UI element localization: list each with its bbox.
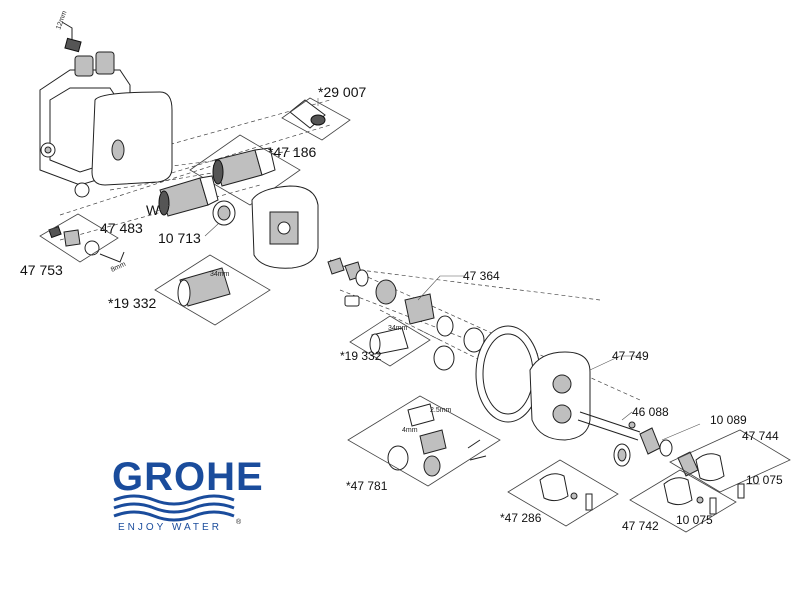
label-10075-a: 10 075 <box>746 473 783 487</box>
adapter-ring-middle <box>613 443 631 467</box>
label-47742: 47 742 <box>622 519 659 533</box>
dim-4mm: 4mm <box>402 427 418 434</box>
label-19332-b: *19 332 <box>340 349 382 363</box>
label-10075-b: 10 075 <box>676 513 713 527</box>
logo-tagline: ENJOY WATER <box>118 522 222 533</box>
label-47286: *47 286 <box>500 511 542 525</box>
spindle-parts-row <box>327 257 485 371</box>
handle-set-47286 <box>539 473 593 511</box>
rosette-ring <box>475 325 541 423</box>
label-47749: 47 749 <box>612 349 649 363</box>
logo-wordmark: GROHE <box>112 455 264 499</box>
handle-47744 <box>677 451 725 482</box>
label-47753: 47 753 <box>20 262 63 278</box>
label-47744: 47 744 <box>742 429 779 443</box>
label-10713: 10 713 <box>158 230 201 246</box>
label-47364: 47 364 <box>463 269 500 283</box>
logo-waves-icon <box>113 494 235 522</box>
handle-47742 <box>663 477 717 515</box>
label-10089: 10 089 <box>710 413 747 427</box>
ring-nut-10713 <box>212 200 236 226</box>
tool-19332-middle <box>369 327 409 355</box>
dim-8mm: 8mm <box>110 261 127 274</box>
label-47186: *47 186 <box>268 144 316 160</box>
label-19332-a: *19 332 <box>108 295 156 311</box>
cap-10075-a <box>737 483 745 499</box>
dim-34mm-b: 34mm <box>388 325 408 332</box>
hex-key-12mm-icon <box>61 21 82 53</box>
cartridge-47186 <box>212 147 276 187</box>
plaster-guard-box <box>91 91 173 186</box>
label-46088: 46 088 <box>632 405 669 419</box>
dim-34mm-a: 34mm <box>210 271 230 278</box>
label-w: W <box>146 202 160 218</box>
label-47483: 47 483 <box>100 220 143 236</box>
mounting-template-plate <box>251 185 319 269</box>
dim-2-5mm: 2.5mm <box>430 407 452 414</box>
tool-set-47781 <box>387 403 487 477</box>
label-29007: *29 007 <box>318 84 366 100</box>
grohe-logo: GROHE ENJOY WATER ® <box>112 455 264 533</box>
label-47781: *47 781 <box>346 479 388 493</box>
faceplate-47749 <box>529 351 591 441</box>
cartridge-47483 <box>158 175 219 217</box>
cap-part-29007 <box>289 99 326 129</box>
tool-19332-upper <box>177 267 231 307</box>
mounting-screws <box>577 411 641 441</box>
logo-registered-mark: ® <box>236 518 242 526</box>
adapter-10089 <box>639 427 673 457</box>
